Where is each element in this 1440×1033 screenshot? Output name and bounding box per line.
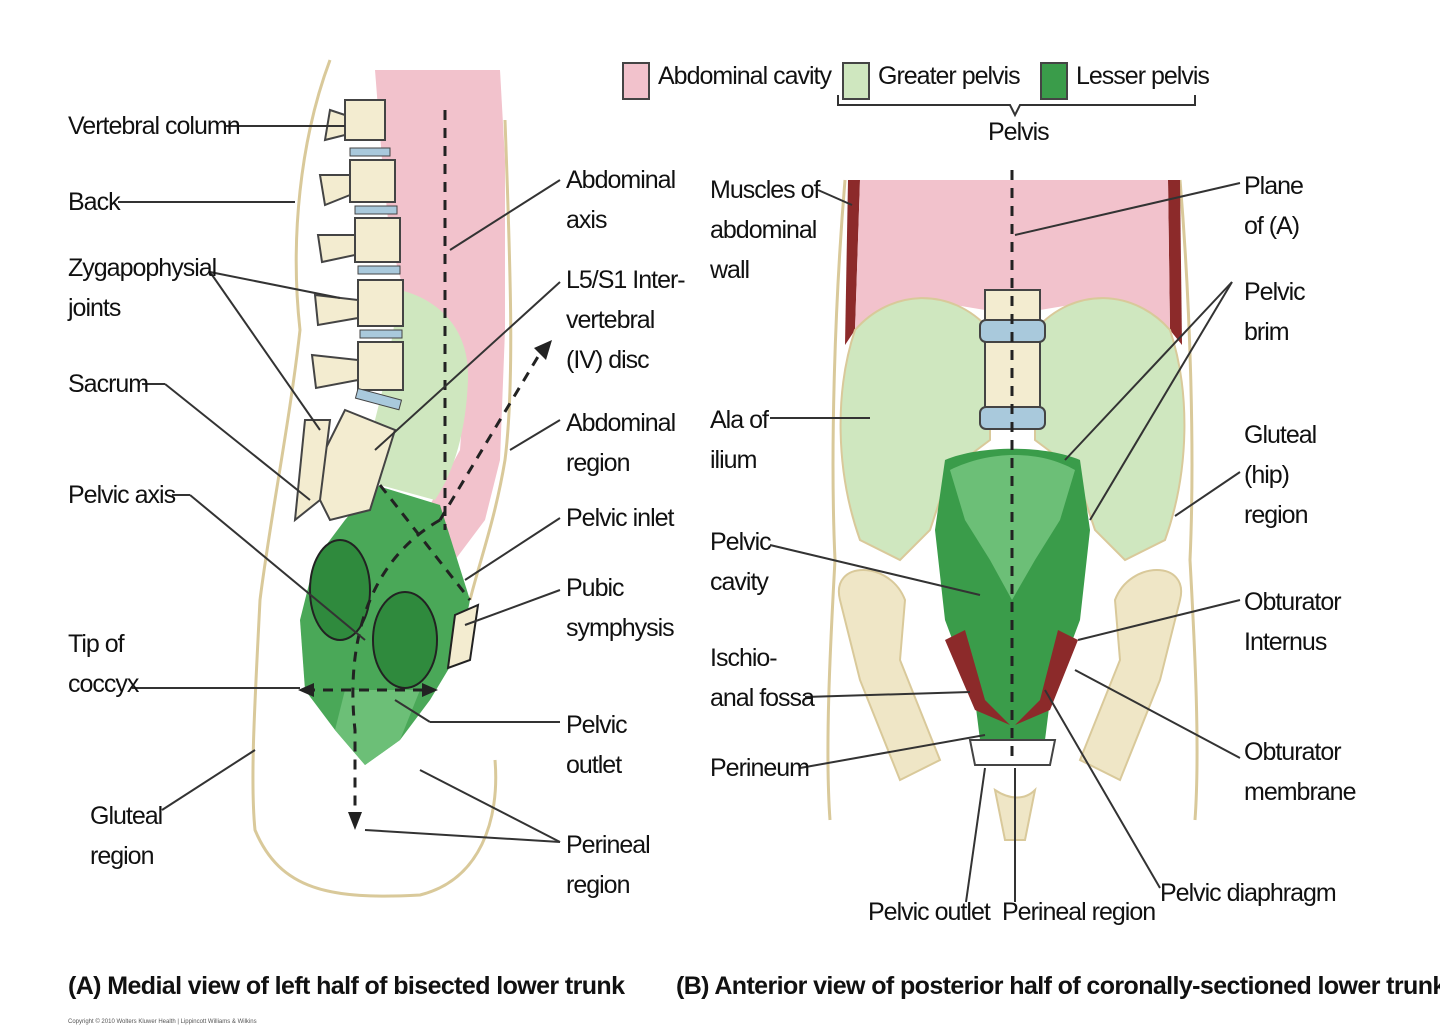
label-pelvic-diaphragm: Pelvic diaphragm xyxy=(1160,879,1337,907)
label-vertebral-column: Vertebral column xyxy=(68,112,241,140)
label-perineal-region-b: Perineal region xyxy=(1002,898,1156,926)
pelvic-axis-line xyxy=(351,518,441,820)
label-ischio-anal-fossa: Ischio-anal fossa xyxy=(710,644,815,712)
legend-label-lesser: Lesser pelvis xyxy=(1076,62,1210,90)
copyright-notice: Copyright © 2010 Wolters Kluwer Health |… xyxy=(68,1019,257,1025)
pelvic-inlet-line xyxy=(438,344,547,521)
label-iv-disc: L5/S1 Inter-vertebral(IV) disc xyxy=(566,266,686,374)
vertebral-column-shape xyxy=(293,99,404,523)
pelvis-bracket xyxy=(837,95,1196,118)
legend-label-abdominal: Abdominal cavity xyxy=(658,62,832,90)
legend-swatch-abdominal xyxy=(622,62,650,100)
label-gluteal-hip-region: Gluteal(hip)region xyxy=(1244,421,1317,529)
acetabulum-a xyxy=(372,591,438,689)
panel-a-leaders xyxy=(118,125,561,843)
label-pelvic-outlet-b: Pelvic outlet xyxy=(868,898,991,926)
caption-panel-a: (A) Medial view of left half of bisected… xyxy=(68,972,625,1000)
panel-b-illustration xyxy=(826,170,1199,841)
pubic-symphysis-shape xyxy=(446,603,480,670)
legend-swatch-greater xyxy=(842,62,870,100)
legend-swatch-lesser xyxy=(1040,62,1068,100)
label-perineum: Perineum xyxy=(710,754,810,782)
label-pelvic-inlet: Pelvic inlet xyxy=(566,504,674,532)
legend-label-greater: Greater pelvis xyxy=(878,62,1021,90)
greater-pelvis-b xyxy=(839,297,991,562)
label-sacrum: Sacrum xyxy=(68,370,149,398)
panel-b-leaders xyxy=(769,182,1241,903)
label-back: Back xyxy=(68,188,121,216)
anterior-contour xyxy=(468,119,513,601)
caption-panel-b: (B) Anterior view of posterior half of c… xyxy=(676,972,1440,1000)
panel-a-illustration xyxy=(251,59,552,898)
obturator-foramen-a xyxy=(309,539,371,641)
pelvis-bracket-label: Pelvis xyxy=(988,118,1050,146)
back-contour xyxy=(251,59,498,898)
label-pelvic-axis: Pelvic axis xyxy=(68,481,176,509)
